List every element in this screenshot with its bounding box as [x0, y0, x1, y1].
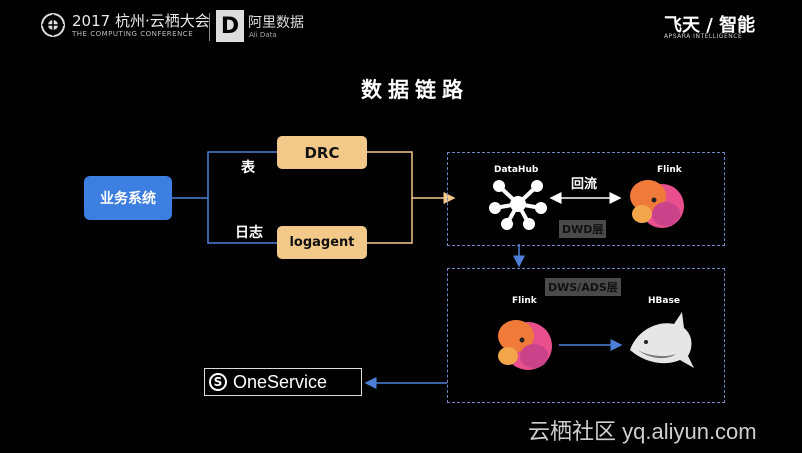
hbase-label: HBase: [648, 296, 680, 306]
apsara-subtitle: APSARA INTELLIGENCE: [664, 33, 743, 40]
hbase-orca-icon: [626, 310, 696, 376]
oneservice-label: OneService: [233, 371, 328, 392]
flink-squirrel-icon: [624, 176, 686, 234]
page-title: 数据链路: [361, 78, 469, 102]
backflow-label: 回流: [571, 177, 598, 192]
dws-ads-layer-label: DWS/ADS层: [545, 278, 621, 296]
dwd-layer-label: DWD层: [559, 220, 607, 238]
drc-node: DRC: [277, 136, 367, 169]
oneservice-logo-icon: S: [209, 373, 227, 391]
business-system-node: 业务系统: [84, 176, 172, 220]
log-label: 日志: [235, 225, 263, 241]
table-label: 表: [241, 160, 255, 176]
conference-subtitle: THE COMPUTING CONFERENCE: [72, 30, 194, 38]
flink-bottom-label: Flink: [512, 296, 537, 306]
conference-logo-icon: [40, 12, 66, 42]
flink-squirrel-icon: [492, 314, 554, 376]
datahub-icon: [489, 178, 547, 234]
dwd-layer-box: [447, 152, 725, 246]
conference-title: 2017 杭州·云栖大会: [72, 12, 210, 30]
oneservice-node: S OneService: [204, 368, 362, 396]
alibaba-data-sub: Ali Data: [249, 31, 277, 39]
watermark: 云栖社区 yq.aliyun.com: [528, 419, 757, 444]
datahub-label: DataHub: [494, 165, 539, 175]
dws-ads-layer-box: [447, 268, 725, 403]
apsara-title: 飞天 / 智能: [664, 15, 756, 36]
alibaba-data-logo-icon: D: [216, 10, 244, 42]
alibaba-data-name: 阿里数据: [248, 15, 304, 31]
header-divider: [209, 13, 210, 41]
logagent-node: logagent: [277, 226, 367, 259]
flink-top-label: Flink: [657, 165, 682, 175]
